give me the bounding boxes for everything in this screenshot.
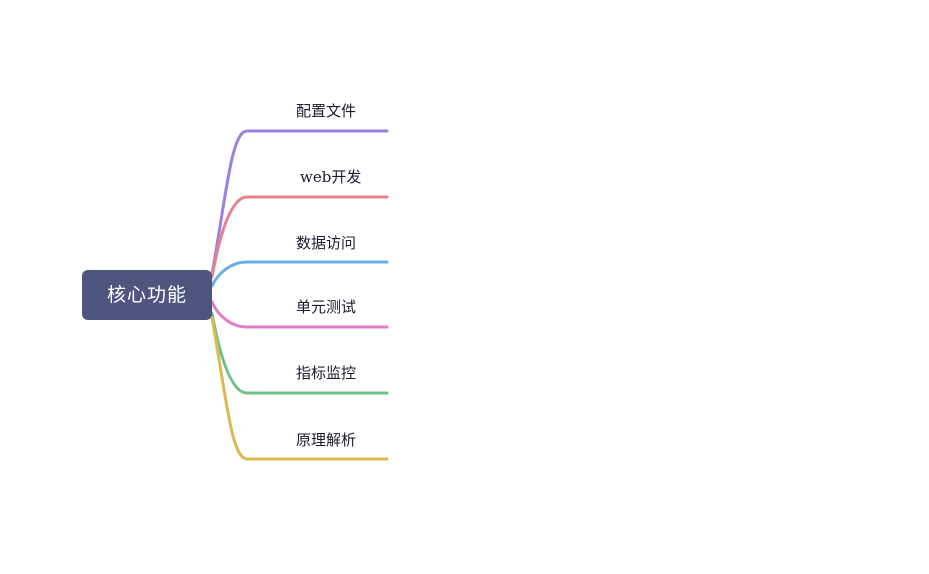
branch-label[interactable]: 配置文件 [296,102,357,120]
branch-label[interactable]: web开发 [300,168,362,186]
branch-label[interactable]: 原理解析 [296,431,357,449]
branch-label[interactable]: 指标监控 [296,364,357,382]
root-node[interactable]: 核心功能 [82,270,212,320]
branch-connector[interactable] [210,260,389,288]
root-node-label: 核心功能 [106,283,187,306]
branch-connector[interactable] [210,129,389,276]
branch-label[interactable]: 单元测试 [296,298,357,316]
branch-label[interactable]: 数据访问 [296,234,357,252]
